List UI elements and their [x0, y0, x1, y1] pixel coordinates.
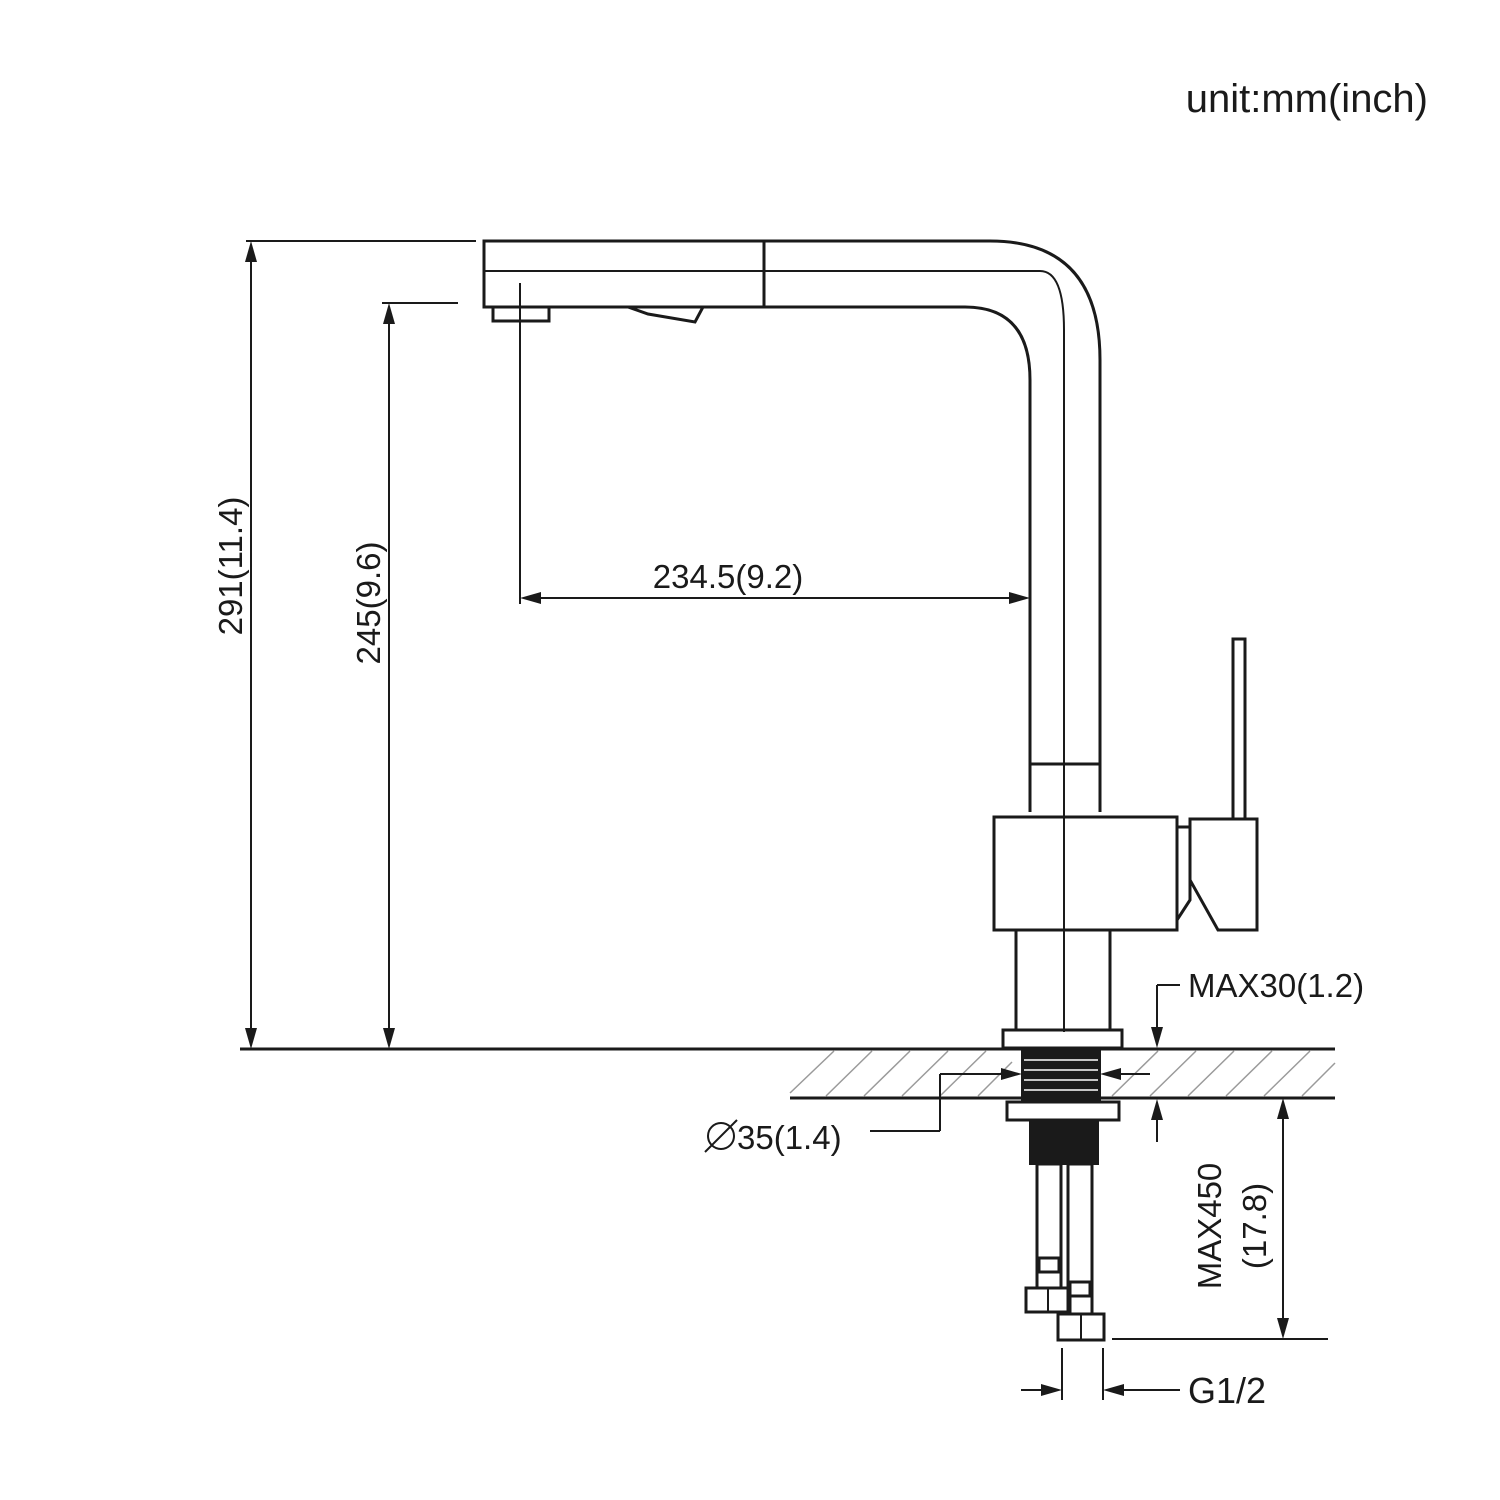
spout-height-label: 245(9.6) [350, 542, 387, 665]
diameter-icon [704, 1119, 738, 1153]
dim-spout-height: 245(9.6) [350, 302, 458, 1049]
mounting-nut [1005, 1100, 1121, 1122]
spout-reach-label: 234.5(9.2) [653, 558, 803, 595]
faucet-outline [482, 239, 1259, 1050]
mixer-body [992, 815, 1179, 932]
mounting-hardware [1005, 1049, 1121, 1342]
hose-left [1035, 1162, 1063, 1290]
threaded-shank [1021, 1049, 1101, 1103]
handle-base [1188, 817, 1259, 932]
countertop [240, 1047, 1336, 1100]
deck-hatching [789, 1050, 1336, 1097]
connection-thread-label: G1/2 [1188, 1370, 1266, 1411]
spray-button [627, 305, 706, 324]
unit-label: unit:mm(inch) [1186, 77, 1428, 121]
dim-max-deck-thickness: MAX30(1.2) [1151, 967, 1364, 1142]
overall-height-label: 291(11.4) [212, 497, 249, 636]
handle-joint [1175, 825, 1192, 921]
handle-lever [1231, 637, 1247, 821]
max-deck-thickness-label: MAX30(1.2) [1188, 967, 1364, 1004]
dim-max-hose-length: MAX450 (17.8) [1112, 1097, 1335, 1340]
dim-mounting-hole: 35(1.4) [704, 1068, 1150, 1156]
dim-overall-height: 291(11.4) [212, 240, 476, 1049]
threaded-rod [1029, 1119, 1099, 1165]
spout-tube-inner [764, 305, 1032, 812]
mounting-hole-label: 35(1.4) [737, 1119, 842, 1156]
dim-connection-thread: G1/2 [1021, 1348, 1266, 1411]
max-hose-length-label-1: MAX450 [1191, 1163, 1228, 1290]
hose-right [1066, 1162, 1094, 1316]
spout-tube-outer [764, 239, 1102, 812]
hose-right-collar [1068, 1280, 1092, 1298]
spout-head [482, 239, 766, 309]
max-hose-length-label-2: (17.8) [1236, 1183, 1273, 1269]
base-flange [1001, 1028, 1124, 1050]
dim-spout-reach: 234.5(9.2) [519, 283, 1030, 604]
spout-tube-centerline [1039, 270, 1065, 1032]
hose-left-collar [1037, 1256, 1061, 1274]
shank-thread-lines [1024, 1059, 1098, 1091]
